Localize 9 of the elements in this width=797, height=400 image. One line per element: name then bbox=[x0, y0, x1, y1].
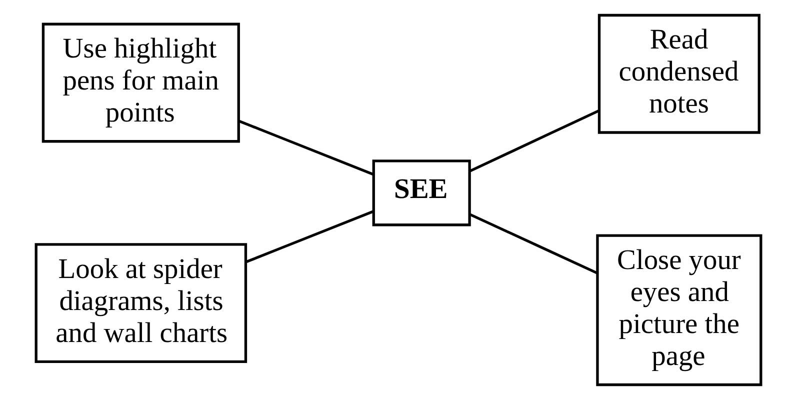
connector bbox=[238, 120, 374, 176]
node-box: Read condensed notes bbox=[598, 14, 760, 134]
node-box: SEE bbox=[372, 160, 471, 226]
connector bbox=[245, 210, 374, 264]
node-box: Look at spider diagrams, lists and wall charts bbox=[34, 243, 248, 363]
connector bbox=[469, 109, 600, 172]
connector bbox=[469, 213, 598, 274]
node-box: Close your eyes and picture the page bbox=[596, 234, 762, 386]
node-box: Use highlight pens for main points bbox=[42, 22, 240, 143]
